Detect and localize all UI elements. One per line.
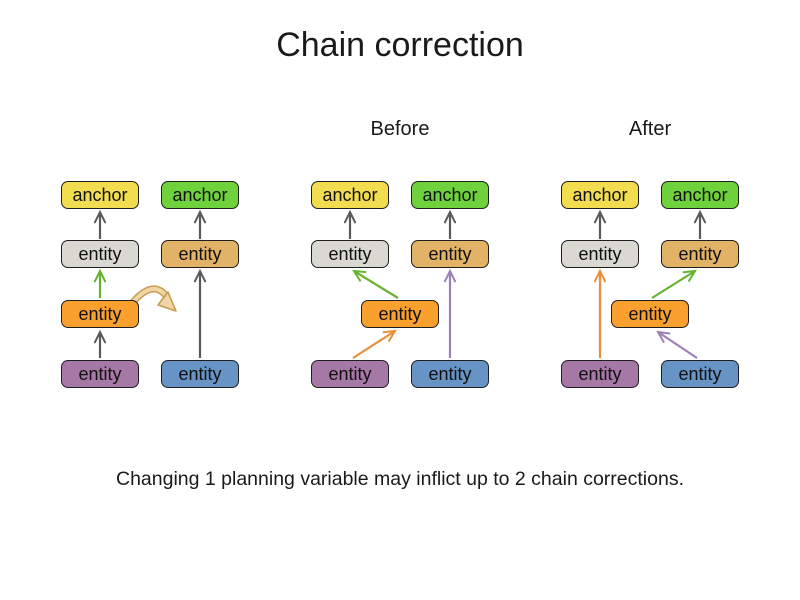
arrow-head <box>593 209 607 224</box>
arrow-purple <box>443 268 457 358</box>
arrow-dark <box>693 209 707 239</box>
arrow-orange <box>593 268 607 358</box>
arrow-head <box>193 268 207 283</box>
arrow-dark <box>193 268 207 358</box>
arrow-head <box>693 209 707 224</box>
arrow-orange <box>352 329 397 359</box>
arrow-shaft <box>353 270 399 299</box>
arrow-shaft <box>657 331 698 359</box>
arrow-green <box>93 268 107 298</box>
arrow-dark <box>443 209 457 239</box>
arrow-head <box>593 268 607 283</box>
arrow-shaft <box>352 330 396 359</box>
label-before: Before <box>370 118 430 140</box>
caption: Changing 1 planning variable may inflict… <box>116 468 684 490</box>
arrow-shaft <box>651 270 696 299</box>
arrow-head <box>656 330 671 343</box>
page-title: Chain correction <box>276 26 524 64</box>
arrow-head <box>93 268 107 283</box>
curved-arrow-body <box>132 287 169 303</box>
arrow-purple <box>656 330 698 359</box>
arrow-head <box>93 329 107 344</box>
label-after: After <box>628 118 672 140</box>
arrow-head <box>93 209 107 224</box>
arrow-head <box>193 209 207 224</box>
arrow-head <box>382 329 397 342</box>
arrow-dark <box>93 209 107 239</box>
arrow-head <box>443 209 457 224</box>
arrow-green <box>651 269 697 299</box>
arrow-green <box>352 269 399 299</box>
curved-move-arrow <box>130 285 177 312</box>
arrow-head <box>343 209 357 224</box>
arrow-head <box>443 268 457 283</box>
arrow-dark <box>93 329 107 358</box>
arrow-dark <box>593 209 607 239</box>
curved-arrow-head <box>157 291 177 312</box>
arrow-head <box>682 269 697 282</box>
arrow-dark <box>193 209 207 239</box>
arrow-head <box>352 269 367 282</box>
arrow-dark <box>343 209 357 239</box>
